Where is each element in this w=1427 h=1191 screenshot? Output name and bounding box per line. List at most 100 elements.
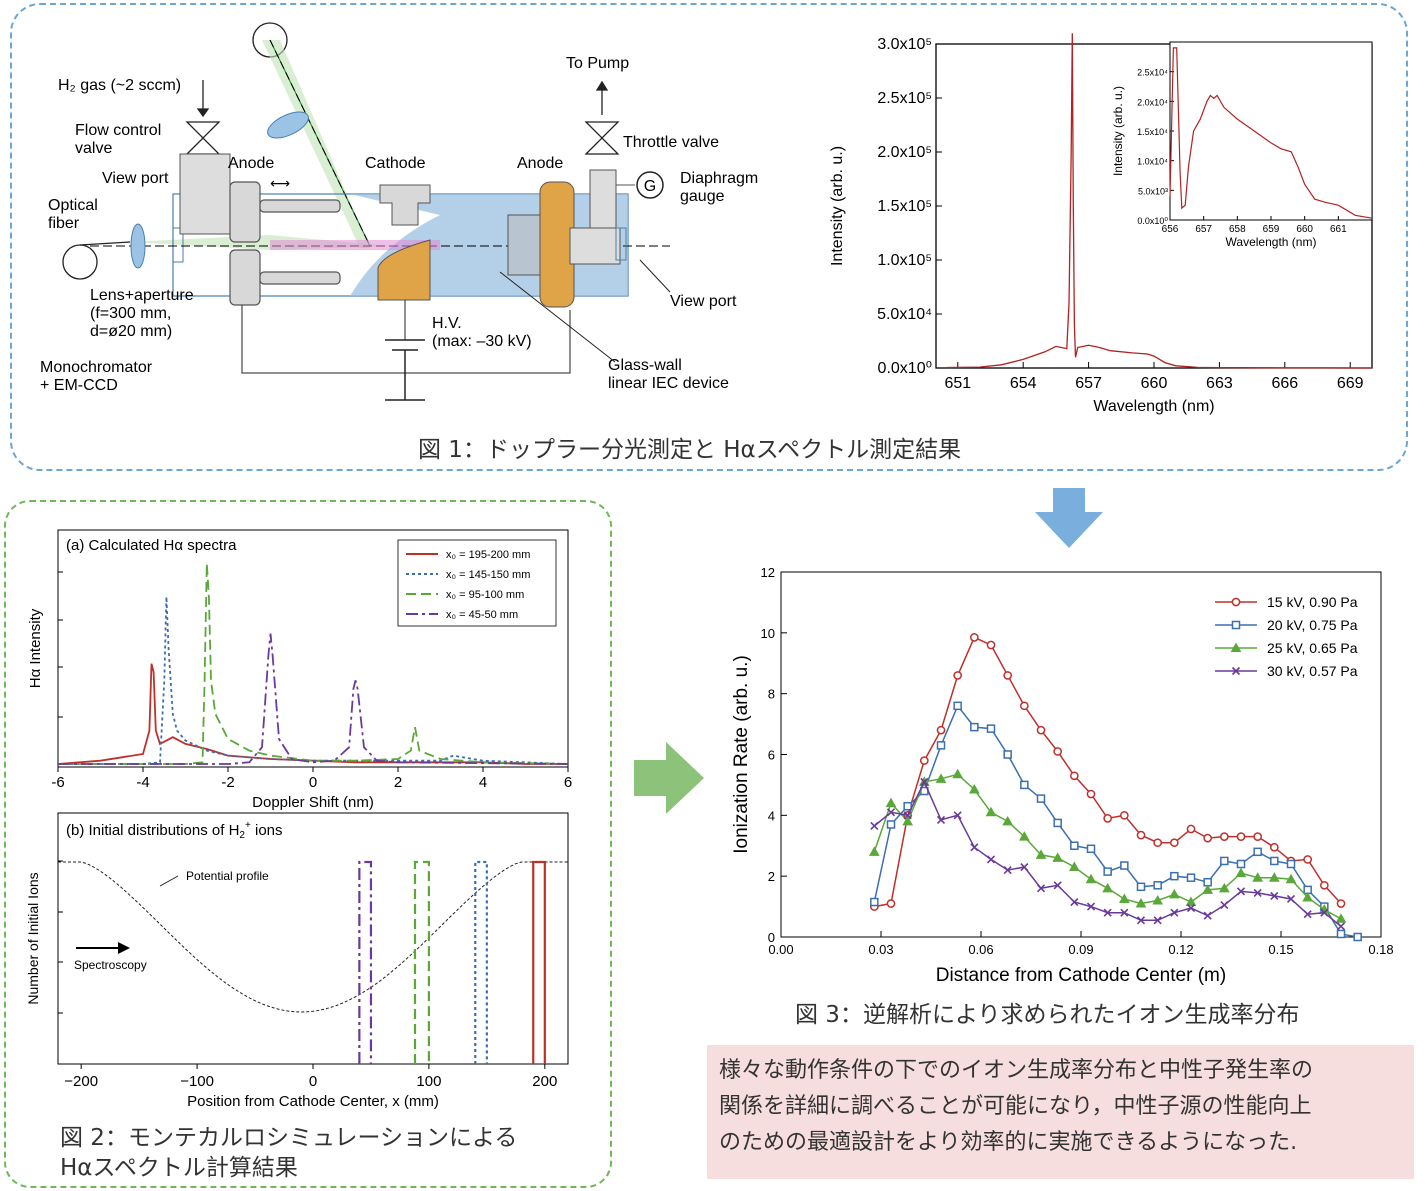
data-point: [1136, 916, 1146, 925]
x-tick-label: 100: [416, 1073, 441, 1090]
gas-inlet-pipe: [179, 153, 231, 235]
data-point: [1070, 897, 1079, 907]
data-point: [986, 724, 996, 733]
data-point: [1068, 861, 1080, 872]
data-point: [1170, 908, 1179, 917]
data-point: [1336, 922, 1346, 931]
series-line: [57, 663, 568, 765]
diaphragm-gauge-icon: [636, 171, 664, 199]
data-point: [1086, 902, 1096, 911]
label-view-port-right: View port: [670, 293, 737, 310]
x-tick-label: 4: [479, 774, 487, 791]
y-tick-label: 5.0x10⁴: [877, 306, 932, 323]
view-port-right: [615, 227, 627, 261]
data-point: [1203, 911, 1212, 920]
data-point: [1152, 894, 1164, 905]
y-tick-label: 8: [768, 687, 775, 702]
label-hv: H.V.: [432, 315, 462, 332]
inset-x-tick-label: 656: [1162, 224, 1179, 235]
anode-left: [229, 181, 341, 306]
viewport-leader: [639, 259, 671, 293]
label-glass2: linear IEC device: [608, 375, 729, 392]
data-point: [1336, 929, 1346, 939]
label-h2-gas: H₂ gas (~2 sccm): [58, 77, 181, 94]
label-lens: Lens+aperture: [90, 287, 194, 304]
data-point: [1303, 910, 1312, 919]
data-point: [870, 821, 879, 831]
data-point: [1020, 780, 1029, 790]
series-line: [58, 563, 569, 765]
data-point: [1036, 884, 1046, 893]
data-point: [1069, 771, 1079, 781]
x-tick-label: 651: [944, 375, 971, 392]
summary-line3: のための最適設計をより効率的に実施できるようになった.: [719, 1130, 1298, 1155]
label-lens3: d=ø20 mm): [90, 323, 172, 340]
legend-label: x₀ = 195-200 mm: [446, 549, 530, 561]
legend-label: 15 kV, 0.90 Pa: [1267, 594, 1358, 610]
y-tick-label: 2: [768, 869, 775, 884]
pump-port: [569, 169, 621, 265]
data-point: [1086, 789, 1096, 799]
y-tick-label: 6: [768, 748, 775, 763]
data-point: [1285, 873, 1297, 884]
down-arrow-icon: [1035, 488, 1103, 548]
data-point: [1302, 891, 1314, 902]
data-point: [903, 801, 912, 811]
series-line: [873, 780, 1342, 927]
inset-y-label: Intensity (arb. u.): [1111, 86, 1125, 176]
data-point: [1169, 838, 1179, 848]
data-point: [1036, 725, 1046, 735]
data-point: [985, 806, 997, 817]
summary-line1: 様々な動作条件の下でのイオン生成率分布と中性子発生率の: [719, 1058, 1314, 1083]
x-tick-label: 0: [309, 1073, 317, 1090]
data-point: [1018, 831, 1030, 841]
label-cathode: Cathode: [365, 155, 426, 172]
x-tick-label: 669: [1337, 375, 1364, 392]
label-lens2: (f=300 mm,: [90, 305, 171, 322]
label-to-pump: To Pump: [566, 55, 629, 72]
data-point: [1120, 908, 1129, 917]
x-tick-label: 0.06: [968, 942, 993, 957]
x-tick-label: 200: [532, 1073, 557, 1090]
inset-x-tick-label: 661: [1330, 224, 1347, 235]
data-point: [1136, 882, 1146, 892]
y-tick-label: 10: [761, 626, 775, 641]
data-point: [1120, 861, 1129, 870]
data-point: [1270, 856, 1279, 866]
label-hv2: (max: –30 kV): [432, 333, 532, 350]
data-point: [870, 897, 879, 907]
data-point: [936, 741, 946, 750]
data-point: [1185, 896, 1197, 907]
data-point: [1286, 859, 1296, 869]
label-diaphragm2: gauge: [680, 188, 725, 205]
y-tick-label: 12: [761, 565, 775, 580]
data-point: [868, 846, 880, 856]
spectrum-line: [946, 33, 1372, 369]
data-point: [1319, 880, 1329, 890]
y-tick-label: 1.0x10⁵: [877, 252, 932, 269]
y-axis-label: Intensity (arb. u.): [829, 146, 846, 266]
data-point: [886, 820, 896, 829]
chart-title: (b) Initial distributions of H2+ ions: [66, 820, 283, 841]
data-point: [886, 899, 896, 908]
label-throttle: Throttle valve: [623, 134, 719, 151]
legend-label: 20 kV, 0.75 Pa: [1267, 617, 1358, 633]
data-point: [986, 855, 996, 864]
data-point: [968, 783, 980, 794]
data-point: [1153, 881, 1162, 890]
throttle-valve: [584, 80, 620, 155]
y-tick-label: 2.5x10⁵: [877, 90, 932, 107]
data-point: [953, 701, 962, 711]
data-point: [1070, 841, 1079, 850]
data-point: [886, 808, 896, 817]
x-tick-label: 660: [1141, 375, 1168, 392]
data-point: [1002, 815, 1014, 826]
legend-label: x₀ = 45-50 mm: [446, 609, 518, 621]
series-line: [58, 633, 569, 765]
x-tick-label: 2: [394, 774, 402, 791]
distribution-bar: [474, 860, 488, 1064]
x-tick-label: 0.09: [1068, 942, 1093, 957]
data-point: [1086, 844, 1096, 854]
x-tick-label: 666: [1271, 375, 1298, 392]
